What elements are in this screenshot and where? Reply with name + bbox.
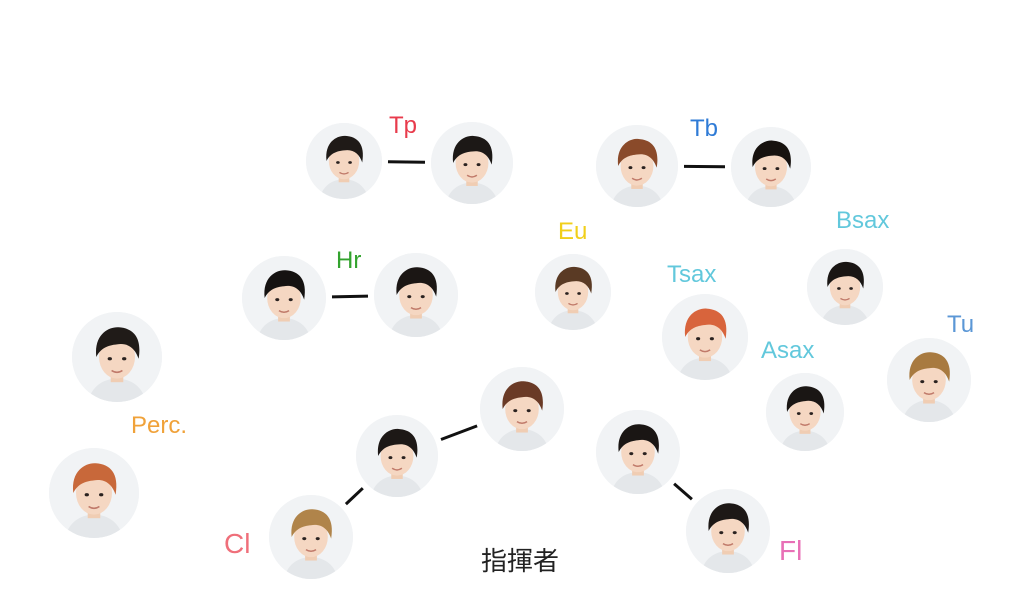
member-avatar-cl1 — [356, 415, 438, 497]
member-avatar-tp1 — [306, 123, 382, 199]
member-avatar-cl2 — [480, 367, 564, 451]
member-avatar-tp2 — [431, 122, 513, 204]
member-avatar-tb2 — [731, 127, 811, 207]
member-avatar-perc1 — [72, 312, 162, 402]
member-avatar-hr2 — [374, 253, 458, 337]
section-label-tsax: Tsax — [667, 261, 717, 288]
member-avatar-bsax1 — [807, 249, 883, 325]
section-label-cl: Cl — [224, 528, 251, 559]
section-label-tb: Tb — [690, 115, 719, 142]
section-label-bsax: Bsax — [836, 207, 890, 234]
section-label-eu: Eu — [558, 218, 588, 245]
member-avatar-hr1 — [242, 256, 326, 340]
conductor-label: 指揮者 — [481, 547, 560, 577]
member-avatar-cl3 — [269, 495, 353, 579]
section-label-perc: Perc. — [131, 412, 188, 439]
section-label-tp: Tp — [389, 112, 418, 139]
section-label-tu: Tu — [947, 311, 975, 338]
member-avatar-perc2 — [49, 448, 139, 538]
member-avatar-fl2 — [686, 489, 770, 573]
member-avatar-fl1 — [596, 410, 680, 494]
link-cl1-cl2 — [440, 424, 478, 441]
member-avatar-eu1 — [535, 254, 611, 330]
link-cl1-cl3 — [344, 487, 364, 506]
section-label-asax: Asax — [761, 337, 815, 364]
member-avatar-tsax1 — [662, 294, 748, 380]
section-label-fl: Fl — [779, 535, 803, 566]
link-fl1-fl2 — [673, 482, 693, 501]
section-label-hr: Hr — [336, 247, 362, 274]
member-avatar-asax1 — [766, 373, 844, 451]
member-avatar-tu1 — [887, 338, 971, 422]
link-tp1-tp2 — [387, 160, 426, 164]
member-avatar-tb1 — [596, 125, 678, 207]
link-hr1-hr2 — [331, 294, 369, 299]
